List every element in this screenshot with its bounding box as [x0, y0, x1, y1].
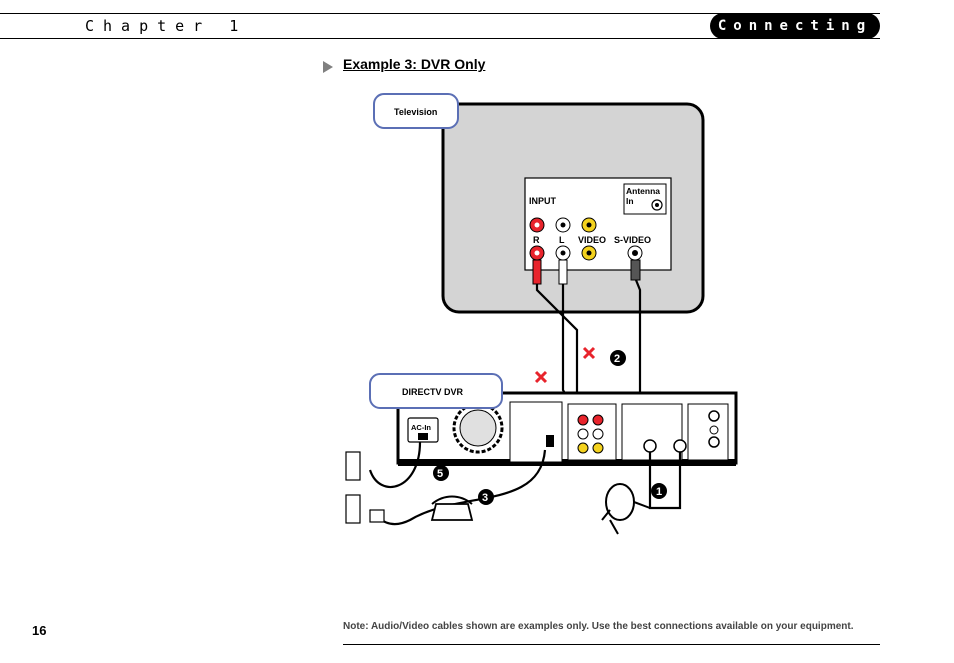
- television-label: Television: [394, 107, 437, 117]
- header-rule-bottom: [0, 38, 880, 39]
- satellite-dish: [605, 483, 635, 521]
- dvr-label-box: [369, 373, 503, 409]
- dvr-antenna-jack: [708, 410, 720, 422]
- dvr-antenna-panel: [687, 403, 729, 461]
- satellite-cable: [648, 452, 682, 510]
- ac-in-panel: [407, 417, 439, 443]
- footer-rule: [343, 644, 880, 645]
- power-cord: [368, 441, 422, 489]
- dvr-av-panel: [567, 403, 617, 461]
- telephone-handset: [431, 495, 473, 505]
- sat-in-jack-1: [643, 439, 657, 453]
- step-1-label: 1: [656, 486, 662, 498]
- chapter-heading: Chapter 1: [85, 17, 248, 35]
- svideo-plug: [630, 259, 641, 281]
- footnote: Note: Audio/Video cables shown are examp…: [343, 621, 854, 632]
- svideo-label: S-VIDEO: [614, 235, 651, 245]
- dvr-r-jack-2: [592, 414, 604, 426]
- antenna-label-in: In: [626, 196, 634, 206]
- connection-diagram-svg: INPUT Antenna In R L VIDEO S-VIDEO A: [345, 93, 738, 535]
- step-badge-3: [478, 489, 494, 505]
- dvr-l-jack-2: [592, 428, 604, 440]
- ac-in-socket: [418, 433, 428, 440]
- dvr-port-a: [709, 425, 719, 435]
- step-5-label: 5: [437, 468, 443, 480]
- l-label: L: [559, 235, 565, 245]
- r-label: R: [533, 235, 540, 245]
- dish-cable: [633, 501, 651, 509]
- white-plug: [558, 259, 568, 285]
- connection-diagram: INPUT Antenna In R L VIDEO S-VIDEO A: [340, 90, 760, 550]
- video-label: VIDEO: [578, 235, 606, 245]
- dvr-port-b: [708, 436, 720, 448]
- dvr-video-jack: [577, 442, 589, 454]
- phone-splitter: [369, 509, 385, 523]
- dvr-fan-inner: [459, 409, 497, 447]
- satellite-dish-mount: [601, 509, 619, 535]
- phone-jack: [546, 435, 554, 447]
- dvr-base: [398, 459, 736, 466]
- red-plug: [532, 259, 542, 285]
- header-rule-top: [0, 13, 880, 14]
- tv-video-jack-top-center: [586, 222, 592, 228]
- step-badge-1: [651, 483, 667, 499]
- dvr-label: DIRECTV DVR: [402, 387, 464, 397]
- tv-video-jack-center: [586, 250, 592, 256]
- dvr-label-panel: [509, 401, 563, 463]
- dvr-l-jack: [577, 428, 589, 440]
- sat-in-jack-2: [673, 439, 687, 453]
- svideo-cable: [634, 279, 642, 412]
- av-connector-icon-2: [534, 370, 548, 384]
- step-2-label: 2: [614, 353, 620, 365]
- television-label-box: [373, 93, 459, 129]
- dvr-video-jack-2: [592, 442, 604, 454]
- example-title: Example 3: DVR Only: [343, 56, 486, 72]
- input-label: INPUT: [529, 196, 557, 206]
- telephone-icon: [430, 503, 474, 521]
- av-connector-icon: [582, 346, 596, 360]
- step-badge-2: [610, 350, 626, 366]
- arrow-right-icon: [323, 61, 333, 73]
- tv-l-jack-center: [560, 250, 566, 256]
- dvr-r-jack: [577, 414, 589, 426]
- ac-in-label: AC-In: [411, 423, 431, 432]
- step-badge-5: [433, 465, 449, 481]
- section-tab: Connecting: [710, 13, 880, 39]
- tv-r-jack-top-center: [534, 222, 540, 228]
- power-outlet: [345, 451, 361, 481]
- tv-r-jack-center: [534, 250, 540, 256]
- antenna-jack-center: [655, 203, 659, 207]
- antenna-label: Antenna: [626, 186, 660, 196]
- audio-cable-red: [535, 284, 579, 402]
- tv-svideo-jack-center: [632, 250, 638, 256]
- page-number: 16: [32, 623, 47, 638]
- tv-l-jack-top-center: [560, 222, 566, 228]
- step-3-label: 3: [482, 492, 488, 504]
- phone-wall-jack: [345, 494, 361, 524]
